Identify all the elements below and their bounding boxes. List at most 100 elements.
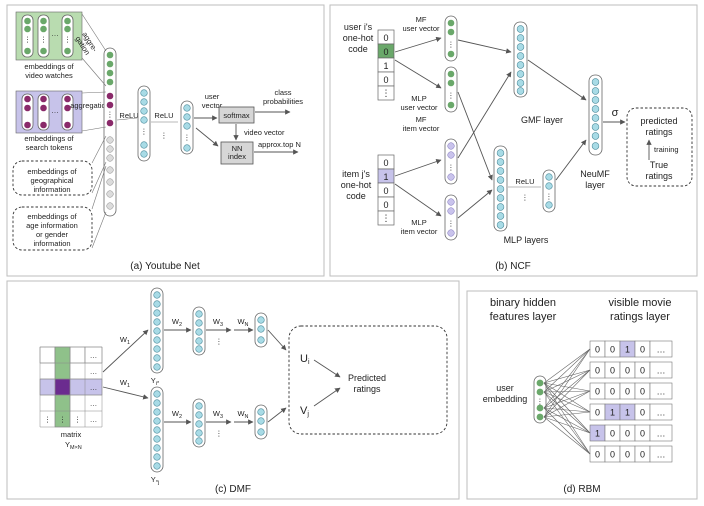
relu-label-2: ReLU [154,111,173,120]
dmf-bottom-input-nodes [153,390,161,470]
rbm-cell-value: 0 [640,366,645,376]
mlp2-nodes: ⋮ [545,173,553,209]
rbm-cell-value: … [657,408,666,418]
sigma-label: σ [612,107,619,119]
user-bit: 0 [383,47,388,57]
w3-top-label: W3 [213,317,223,328]
rbm-hidden-nodes: ⋮ [536,379,544,421]
rbm-edge [543,407,591,455]
approx-top-n-label: approx.top N [258,140,301,149]
rbm-edge [543,391,591,455]
mlp-layer-vector-2 [542,169,556,213]
svg-text:…: … [90,383,98,392]
user-bit: 0 [383,75,388,85]
rbm-cell [649,382,673,400]
rbm-cell-value: … [657,429,666,439]
rbm-cell [649,361,673,379]
rbm-edge [543,382,591,434]
svg-text:…: … [51,106,59,115]
w1-top-label: W1 [120,335,130,346]
softmax-label: softmax [223,111,250,120]
neumf-nodes [591,78,600,150]
ratings-box [626,107,693,187]
svg-text:…: … [90,399,98,408]
rbm-edge [543,369,591,393]
mlp-user-vector [444,66,458,113]
gmf-layer-label: GMF layer [521,115,563,125]
relu2-nodes: ⋮ [183,104,191,152]
svg-text:⋮: ⋮ [106,110,114,119]
user-bit: ⋮ [382,88,391,98]
age-box [12,206,93,251]
w1-bot-label: W1 [120,378,130,389]
mf-item-vector [444,138,458,185]
mf-user-vector [444,15,458,62]
training-label: training [654,145,679,154]
concat-vector [103,47,117,217]
caption-dmf: (c) DMF [215,484,251,495]
caption-youtube: (a) Youtube Net [130,261,200,272]
rbm-edge [543,369,591,418]
rbm-cell-value: 0 [610,450,615,460]
wn-bot-label: WN [237,409,248,420]
rbm-edge [543,416,591,455]
rbm-cell-value: 0 [595,450,600,460]
rbm-cell-value: 0 [610,387,615,397]
svg-text:⋮: ⋮ [64,35,72,44]
rbm-cell-value: 1 [625,408,630,418]
svg-text:⋮: ⋮ [447,163,455,172]
svg-text:⋮: ⋮ [215,429,223,438]
search-token-columns: … [21,93,74,131]
rbm-cell-value: … [657,387,666,397]
video-vector-label: video vector [244,128,285,137]
svg-text:⋮: ⋮ [44,415,52,424]
rbm-cell-value: 0 [595,387,600,397]
user-bit: 1 [383,61,388,71]
rbm-edge [543,369,591,409]
rbm-edge [543,348,591,384]
dmf-bottom-output-nodes [257,408,265,436]
dmf-output-box [288,325,448,435]
rbm-cell-value: 0 [595,345,600,355]
dmf-top-hidden-1-nodes [195,310,203,353]
svg-text:…: … [90,367,98,376]
rbm-edge [543,407,591,413]
rbm-cell [649,424,673,442]
relu-label-1: ReLU [119,111,138,120]
mlp-relu-label: ReLU [515,177,534,186]
gmf-nodes [516,25,525,95]
relu-ellipsis: ⋮ [160,131,168,140]
svg-text:⋮: ⋮ [447,219,455,228]
ui-label: Ui [300,353,310,366]
rbm-cell [649,340,673,358]
panel-border [6,280,460,500]
aggregation-label-2: aggregation [70,101,110,110]
softmax-box [218,106,255,124]
rbm-cell-value: 0 [640,429,645,439]
rating-matrix: … … … … … ⋮ ⋮ ⋮ [39,346,103,428]
rbm-edge [543,382,591,413]
dmf-top-output-nodes [257,316,265,344]
panel-border [6,4,325,277]
rbm-cell-value: 0 [625,387,630,397]
mlp-item-vector [444,194,458,241]
matrix-label: matrix [61,430,82,439]
item-bit: 0 [383,186,388,196]
user-bit: 0 [383,33,388,43]
rbm-cell-value: … [657,450,666,460]
rbm-edge [543,348,591,409]
video-watch-columns: ⋮ ⋮ … ⋮ [21,14,74,58]
rbm-edge [543,348,591,418]
rbm-edge [543,390,591,418]
rbm-cell-value: 0 [625,366,630,376]
